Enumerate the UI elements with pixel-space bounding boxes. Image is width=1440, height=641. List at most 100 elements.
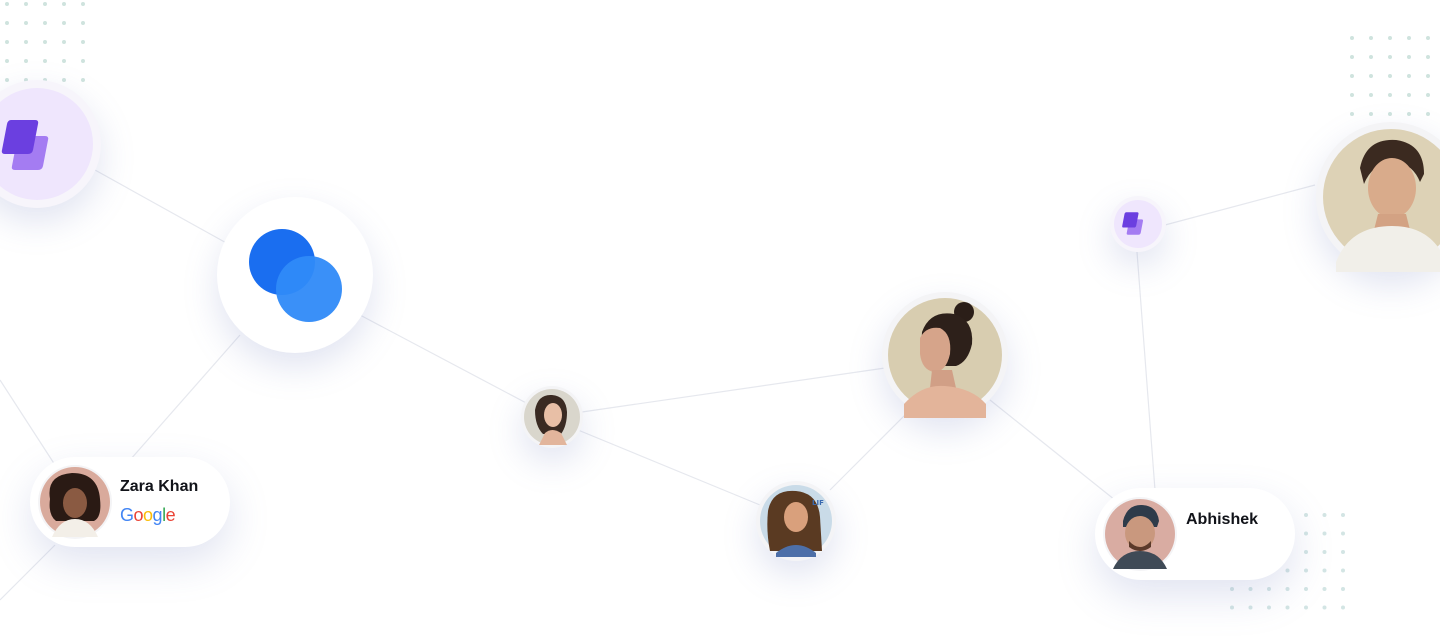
decorative-dot	[5, 21, 9, 25]
decorative-dot	[43, 21, 47, 25]
decorative-dot	[43, 40, 47, 44]
decorative-dot	[1267, 587, 1271, 591]
decorative-dot	[43, 59, 47, 63]
decorative-dot	[1407, 55, 1411, 59]
profile-card-zara[interactable]: Zara Khan Google	[30, 457, 230, 547]
decorative-dot	[5, 2, 9, 6]
overlapping-circles-icon	[249, 229, 342, 322]
dot-grid-top-left	[5, 2, 85, 82]
stacked-layers-icon	[1122, 212, 1144, 235]
decorative-dot	[1350, 74, 1354, 78]
avatar-photo	[888, 298, 1002, 418]
decorative-dot	[1350, 36, 1354, 40]
blue-circles-logo-node[interactable]	[217, 197, 373, 353]
avatar-zara	[38, 465, 112, 539]
decorative-dot	[62, 78, 66, 82]
dot-grid-top-right	[1350, 36, 1430, 116]
google-logo: Google	[120, 505, 176, 525]
avatar-man-top-right[interactable]	[1316, 122, 1440, 272]
stacked-layers-icon	[1, 120, 49, 170]
decorative-dot	[1322, 605, 1327, 610]
decorative-dot	[1304, 568, 1308, 573]
decorative-dot	[81, 40, 85, 44]
decorative-dot	[1341, 513, 1345, 517]
decorative-dot	[1285, 568, 1290, 573]
decorative-dot	[24, 59, 28, 63]
decorative-dot	[62, 40, 66, 44]
decorative-dot	[1426, 93, 1430, 97]
decorative-dot	[1267, 605, 1271, 610]
decorative-dot	[1426, 74, 1430, 78]
decorative-dot	[1388, 112, 1392, 116]
decorative-dot	[81, 2, 85, 6]
decorative-dot	[62, 59, 66, 63]
decorative-dot	[1322, 568, 1327, 573]
decorative-dot	[1304, 531, 1308, 536]
decorative-dot	[1388, 55, 1392, 59]
decorative-dot	[1304, 587, 1308, 591]
decorative-dot	[1341, 550, 1345, 554]
avatar-abhishek	[1103, 497, 1177, 571]
decorative-dot	[43, 2, 47, 6]
avatar-woman-long-hair[interactable]: LIF	[756, 481, 836, 561]
profile-card-abhishek[interactable]: Abhishek	[1095, 488, 1295, 580]
avatar-photo: LIF	[760, 485, 832, 557]
decorative-dot	[1407, 93, 1411, 97]
decorative-dot	[5, 78, 9, 82]
decorative-dot	[1350, 93, 1354, 97]
decorative-dot	[1285, 587, 1290, 591]
decorative-dot	[1304, 513, 1308, 517]
decorative-dot	[1369, 74, 1373, 78]
decorative-dot	[1407, 36, 1411, 40]
purple-logo-node-small[interactable]	[1110, 196, 1166, 252]
decorative-dot	[1426, 112, 1430, 116]
profile-name: Abhishek	[1186, 511, 1259, 528]
decorative-dot	[1388, 74, 1392, 78]
decorative-dot	[1369, 112, 1373, 116]
decorative-dot	[1341, 587, 1345, 591]
profile-name: Zara Khan	[120, 478, 199, 495]
decorative-dot	[1388, 93, 1392, 97]
decorative-dot	[1304, 605, 1308, 610]
decorative-dot	[1230, 605, 1234, 610]
decorative-dot	[1369, 36, 1373, 40]
decorative-dot	[1322, 587, 1327, 591]
svg-text:LIF: LIF	[812, 499, 824, 507]
decorative-dot	[1350, 112, 1354, 116]
avatar-photo	[1105, 499, 1175, 569]
purple-logo-node-large[interactable]	[0, 80, 101, 208]
decorative-dot	[81, 78, 85, 82]
decorative-dot	[81, 59, 85, 63]
decorative-dot	[24, 40, 28, 44]
decorative-dot	[1322, 550, 1327, 554]
decorative-dot	[81, 21, 85, 25]
decorative-dot	[5, 40, 9, 44]
connection-lines	[0, 169, 1316, 601]
avatar-photo	[1323, 129, 1440, 272]
avatar-photo	[40, 467, 110, 537]
decorative-dot	[1388, 36, 1392, 40]
decorative-dot	[1322, 513, 1327, 517]
decorative-dot	[62, 2, 66, 6]
decorative-dot	[1248, 587, 1253, 591]
decorative-dot	[5, 59, 9, 63]
decorative-dot	[1341, 568, 1345, 573]
decorative-dot	[1230, 587, 1234, 591]
decorative-dot	[1369, 55, 1373, 59]
decorative-dot	[1426, 36, 1430, 40]
decorative-dot	[1369, 93, 1373, 97]
decorative-dot	[24, 21, 28, 25]
decorative-dot	[1407, 112, 1411, 116]
decorative-dot	[62, 21, 66, 25]
avatar-woman-small[interactable]	[521, 386, 583, 448]
avatar-woman-bun[interactable]	[882, 292, 1008, 418]
decorative-dot	[1341, 605, 1345, 610]
decorative-dot	[1304, 550, 1308, 554]
avatar-photo	[524, 389, 580, 445]
decorative-dot	[24, 2, 28, 6]
decorative-dot	[1285, 605, 1290, 610]
decorative-dot	[1350, 55, 1354, 59]
decorative-dot	[1341, 531, 1345, 536]
decorative-dot	[1426, 55, 1430, 59]
